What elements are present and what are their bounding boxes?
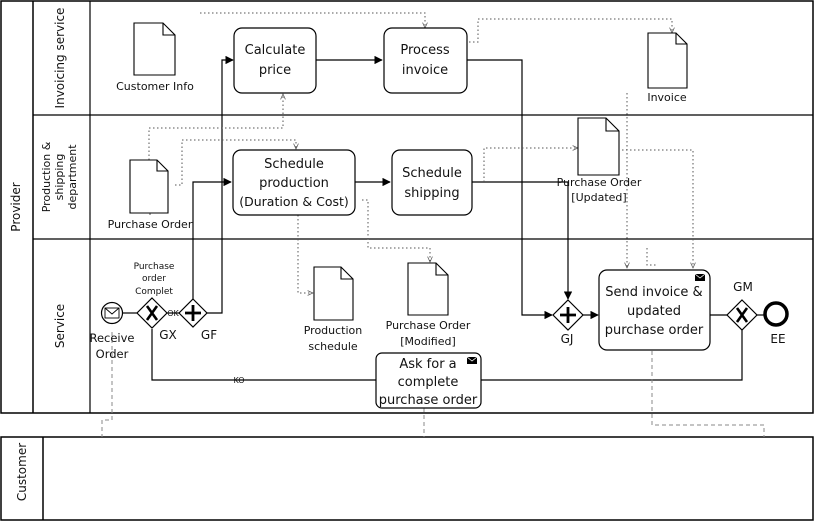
doc-invoice: Invoice — [647, 32, 688, 104]
gateway-gx-label: GX — [159, 328, 177, 342]
gateway-gm: GM — [726, 280, 758, 331]
send-message-icon — [694, 273, 706, 281]
gateway-gj-label: GJ — [561, 332, 574, 346]
doc-purchase-order-modified-line1: Purchase Order — [386, 319, 471, 332]
task-calculate-price: Calculate price — [233, 27, 317, 94]
start-event-receive-order: Receive Order — [89, 301, 135, 361]
provider-pool-label: Provider — [9, 182, 23, 231]
doc-purchase-order: Purchase Order — [108, 159, 193, 231]
task-process-invoice-line1: Process — [400, 43, 450, 58]
task-calculate-price-line1: Calculate — [245, 43, 306, 58]
gateway-gx-question-line2: order — [142, 274, 166, 284]
send-message-icon — [466, 356, 478, 364]
gateway-gf: GF — [178, 298, 217, 342]
task-schedule-shipping: Schedule shipping — [391, 149, 473, 216]
message-flows — [101, 332, 765, 437]
doc-customer-info: Customer Info — [116, 22, 194, 93]
doc-purchase-order-updated-line1: Purchase Order — [557, 176, 642, 189]
gateway-gj: GJ — [552, 299, 584, 346]
customer-pool-label: Customer — [15, 443, 29, 501]
associations — [149, 12, 693, 293]
doc-purchase-order-modified-line2: [Modified] — [400, 335, 456, 348]
doc-production-schedule-line2: schedule — [308, 340, 358, 353]
provider-pool: Provider — [0, 0, 814, 414]
task-schedule-production-line1: Schedule — [264, 157, 324, 172]
end-event: EE — [763, 301, 789, 346]
task-send-invoice-line2: updated — [627, 304, 681, 319]
doc-production-schedule-line1: Production — [304, 324, 363, 337]
flow-ok-label: OK — [167, 309, 179, 318]
lane-production-line2: shipping — [53, 154, 66, 201]
gateway-gm-label: GM — [733, 280, 753, 294]
task-schedule-shipping-line1: Schedule — [402, 166, 462, 181]
doc-purchase-order-updated: Purchase Order [Updated] — [557, 117, 642, 204]
lane-invoicing-label: Invoicing service — [53, 8, 67, 109]
task-process-invoice: Process invoice — [383, 27, 468, 94]
task-send-invoice-line1: Send invoice & — [605, 285, 702, 300]
doc-customer-info-label: Customer Info — [116, 80, 194, 93]
envelope-icon — [104, 307, 120, 319]
doc-purchase-order-modified: Purchase Order [Modified] — [386, 262, 471, 348]
task-schedule-production-line2: production — [259, 176, 329, 191]
doc-purchase-order-label: Purchase Order — [108, 218, 193, 231]
task-ask-complete-order: Ask for a complete purchase order — [375, 352, 482, 409]
task-schedule-shipping-line2: shipping — [404, 186, 459, 201]
gateway-gx: Purchase order Complet GX OK — [134, 262, 180, 342]
task-ask-complete-line2: complete — [398, 375, 459, 390]
lane-service-label: Service — [53, 304, 67, 348]
task-ask-complete-line1: Ask for a — [399, 357, 456, 372]
gateway-gx-question-line1: Purchase — [134, 262, 175, 272]
doc-invoice-label: Invoice — [647, 91, 687, 104]
task-schedule-production-line3: (Duration & Cost) — [239, 194, 349, 209]
doc-production-schedule: Production schedule — [304, 266, 363, 353]
task-send-invoice: Send invoice & updated purchase order — [598, 269, 711, 351]
customer-pool: Customer — [0, 436, 814, 521]
task-schedule-production: Schedule production (Duration & Cost) — [232, 149, 356, 216]
doc-purchase-order-updated-line2: [Updated] — [571, 191, 626, 204]
gateway-gx-question-line3: Complet — [135, 287, 173, 297]
start-event-label-line1: Receive — [89, 331, 134, 345]
task-ask-complete-line3: purchase order — [379, 393, 478, 408]
start-event-label-line2: Order — [96, 347, 129, 361]
end-event-label: EE — [770, 332, 785, 346]
task-calculate-price-line2: price — [259, 63, 291, 78]
task-send-invoice-line3: purchase order — [605, 323, 704, 338]
flow-ko-label: KO — [233, 376, 244, 385]
gateway-gf-label: GF — [201, 328, 217, 342]
task-process-invoice-line2: invoice — [402, 63, 448, 78]
lane-production-label: Production & shipping department — [40, 141, 79, 212]
lane-production-line3: department — [66, 144, 79, 210]
lane-production-line1: Production & — [40, 141, 53, 212]
